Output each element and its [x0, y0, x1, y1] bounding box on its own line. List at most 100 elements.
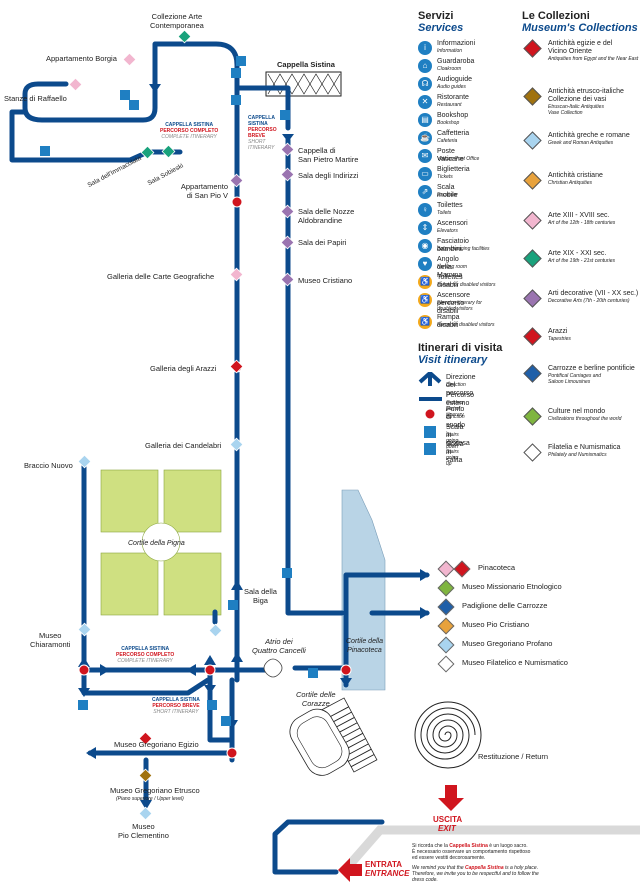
- service-label: Toilettes: [437, 202, 463, 209]
- collection-label: Antichità cristiane: [548, 172, 603, 179]
- room-label-cortile-corazze: Cortile delle Corazze: [296, 690, 336, 708]
- collection-sublabel: Decorative Arts (7th - 20th centuries): [548, 298, 630, 304]
- room-label-sala-papiri: Sala dei Papiri: [298, 238, 347, 247]
- collections-title-en: Museum's Collections: [522, 22, 638, 34]
- room-label-atrio: Atrio dei Quattro Cancelli: [252, 637, 306, 655]
- service-sublabel: Restaurant: [437, 102, 462, 108]
- service-label: Fasciatoio bambini: [437, 238, 469, 253]
- service-label: Ascensori: [437, 220, 468, 227]
- service-sublabel: Toilets for disabled visitors: [437, 282, 496, 288]
- room-label-restituzione: Restituzione / Return: [478, 752, 549, 761]
- cortile-pinacoteca-area: [341, 489, 386, 691]
- collection-sublabel: Greek and Roman Antiquities: [548, 140, 614, 146]
- cortile-pigna-garden: [100, 469, 222, 616]
- service-sublabel: Tickets: [437, 174, 453, 180]
- collection-sublabel: Pontifical Carriages and Saloon Limousin…: [548, 373, 602, 385]
- collection-label: Arte XIX - XXI sec.: [548, 250, 607, 257]
- service-label: Guardaroba: [437, 58, 475, 65]
- collection-sublabel: Tapestries: [548, 336, 571, 342]
- room-label-museo-chiaramonti: Museo Chiaramonti: [30, 631, 71, 649]
- arrow-up: [204, 655, 216, 665]
- arrow-up: [231, 580, 243, 590]
- atrio-rosette: [263, 658, 283, 678]
- itinerary-legend: Itinerari di visita Visit itinerary Dire…: [418, 342, 518, 467]
- arrow-down: [340, 678, 352, 687]
- service-label: Bookshop: [437, 112, 469, 119]
- room-label-galleria-carte: Galleria delle Carte Geografiche: [107, 272, 215, 281]
- sistine-notice: Si ricorda che la Cappella Sistina è un …: [412, 843, 539, 884]
- tickets-icon: ▭: [418, 167, 432, 181]
- collection-color-diamond: [523, 327, 542, 346]
- disabled-ramp-icon: ♿: [418, 315, 432, 329]
- collection-color-diamond: [523, 211, 542, 230]
- collection-sublabel: Civilizations throughout the world: [548, 416, 622, 422]
- room-label-museo-egizio: Museo Gregoriano Egizio: [114, 740, 199, 749]
- service-sublabel: Cloakroom: [437, 66, 462, 72]
- arrow-down: [149, 84, 161, 93]
- arrow-down: [282, 134, 294, 142]
- pinacoteca-list-label: Museo Gregoriano Profano: [462, 639, 553, 648]
- arrow-up: [78, 657, 90, 667]
- room-label-sala-nozze: Sala delle Nozze Aldobrandine: [298, 207, 355, 225]
- service-sublabel: Cafeteria: [437, 138, 458, 144]
- collection-color-diamond: [523, 131, 542, 150]
- collections-legend: Le Collezioni Museum's Collections Antic…: [522, 10, 639, 462]
- arrow-right: [100, 664, 110, 676]
- room-label-appartamento-pio-v: Appartamento di San Pio V: [180, 182, 228, 200]
- cortile-corazze: [289, 697, 378, 776]
- room-label-museo-etrusco: Museo Gregoriano Etrusco: [110, 786, 200, 795]
- service-label: Caffetteria: [437, 130, 470, 137]
- arrow-right: [420, 607, 430, 619]
- service-label: Ascensore percorso disabili: [437, 292, 471, 315]
- service-label: Biglietteria: [437, 166, 470, 173]
- collections-title: Le Collezioni: [522, 10, 590, 22]
- entrance-arrow: [338, 858, 362, 882]
- cloakroom-icon: ⌂: [418, 59, 432, 73]
- pinacoteca-list-label: Museo Filatelico e Numismatico: [462, 658, 568, 667]
- itinerary-label: Scala in discesa: [446, 424, 470, 447]
- route-tag-short-top: CAPPELLA SISTINA PERCORSO BREVE SHORT IT…: [248, 115, 277, 151]
- disabled-elevator-icon: ♿: [418, 293, 432, 307]
- audio-guide-icon: ☊: [418, 77, 432, 91]
- service-sublabel: Audio guides: [437, 84, 466, 90]
- room-label-sala-indirizzi: Sala degli Indirizzi: [298, 171, 359, 180]
- pinacoteca-list-label: Museo Pio Cristiano: [462, 620, 530, 629]
- room-label-collezione-arte: Collezione Arte Contemporanea: [150, 12, 204, 30]
- collection-sublabel: Antiquities from Egypt and the Near East: [548, 56, 639, 62]
- room-markers: [68, 29, 295, 821]
- route-tag-mid: CAPPELLA SISTINA PERCORSO COMPLETO COMPL…: [116, 646, 175, 664]
- services-title: Servizi: [418, 10, 454, 22]
- outdoor-route: [341, 825, 640, 873]
- collection-label: Antichità etrusco-italiche Collezione de…: [548, 88, 624, 103]
- service-label: Scala mobile: [437, 184, 458, 199]
- bookshop-icon: ▤: [418, 113, 432, 127]
- room-label-braccio-nuovo: Braccio Nuovo: [24, 461, 73, 470]
- service-label: Audioguide: [437, 76, 473, 83]
- collection-color-diamond: [523, 87, 542, 106]
- itinerary-sublabel: Stairs going up: [446, 449, 459, 467]
- pinacoteca-list-label: Pinacoteca: [478, 563, 516, 572]
- collection-label: Arte XIII - XVIII sec.: [548, 212, 610, 219]
- service-sublabel: Nursing room: [437, 264, 468, 270]
- room-label-cortile-pigna: Cortile della Pigna: [128, 540, 185, 547]
- stairs-down-symbol: [424, 426, 436, 438]
- service-label: Toilettes disabili: [437, 274, 463, 289]
- arrow-right: [420, 569, 430, 581]
- room-label-galleria-arazzi: Galleria degli Arazzi: [150, 364, 217, 373]
- itinerary-title-en: Visit itinerary: [418, 354, 488, 366]
- cappella-sistina-box: [265, 71, 342, 97]
- route-tag-short-bottom: CAPPELLA SISTINA PERCORSO BREVE SHORT IT…: [152, 697, 200, 715]
- collection-color-diamond: [523, 443, 542, 462]
- arrow-down: [140, 800, 152, 810]
- collection-label: Arazzi: [548, 328, 568, 335]
- collection-label: Antichità egizie e del Vicino Oriente: [548, 40, 613, 55]
- post-office-icon: ✉: [418, 149, 432, 163]
- collection-color-diamond: [523, 171, 542, 190]
- service-sublabel: Elevator-itinerary for disabled visitors: [437, 300, 482, 312]
- room-label-pio-clementino: Museo Pio Clementino: [118, 822, 169, 840]
- itinerary-sublabel: Stairs going down: [446, 432, 459, 450]
- arrow-up: [231, 652, 243, 662]
- itinerary-sublabel: Junction: [446, 414, 465, 420]
- itinerary-label: Punto di snodo: [446, 406, 466, 429]
